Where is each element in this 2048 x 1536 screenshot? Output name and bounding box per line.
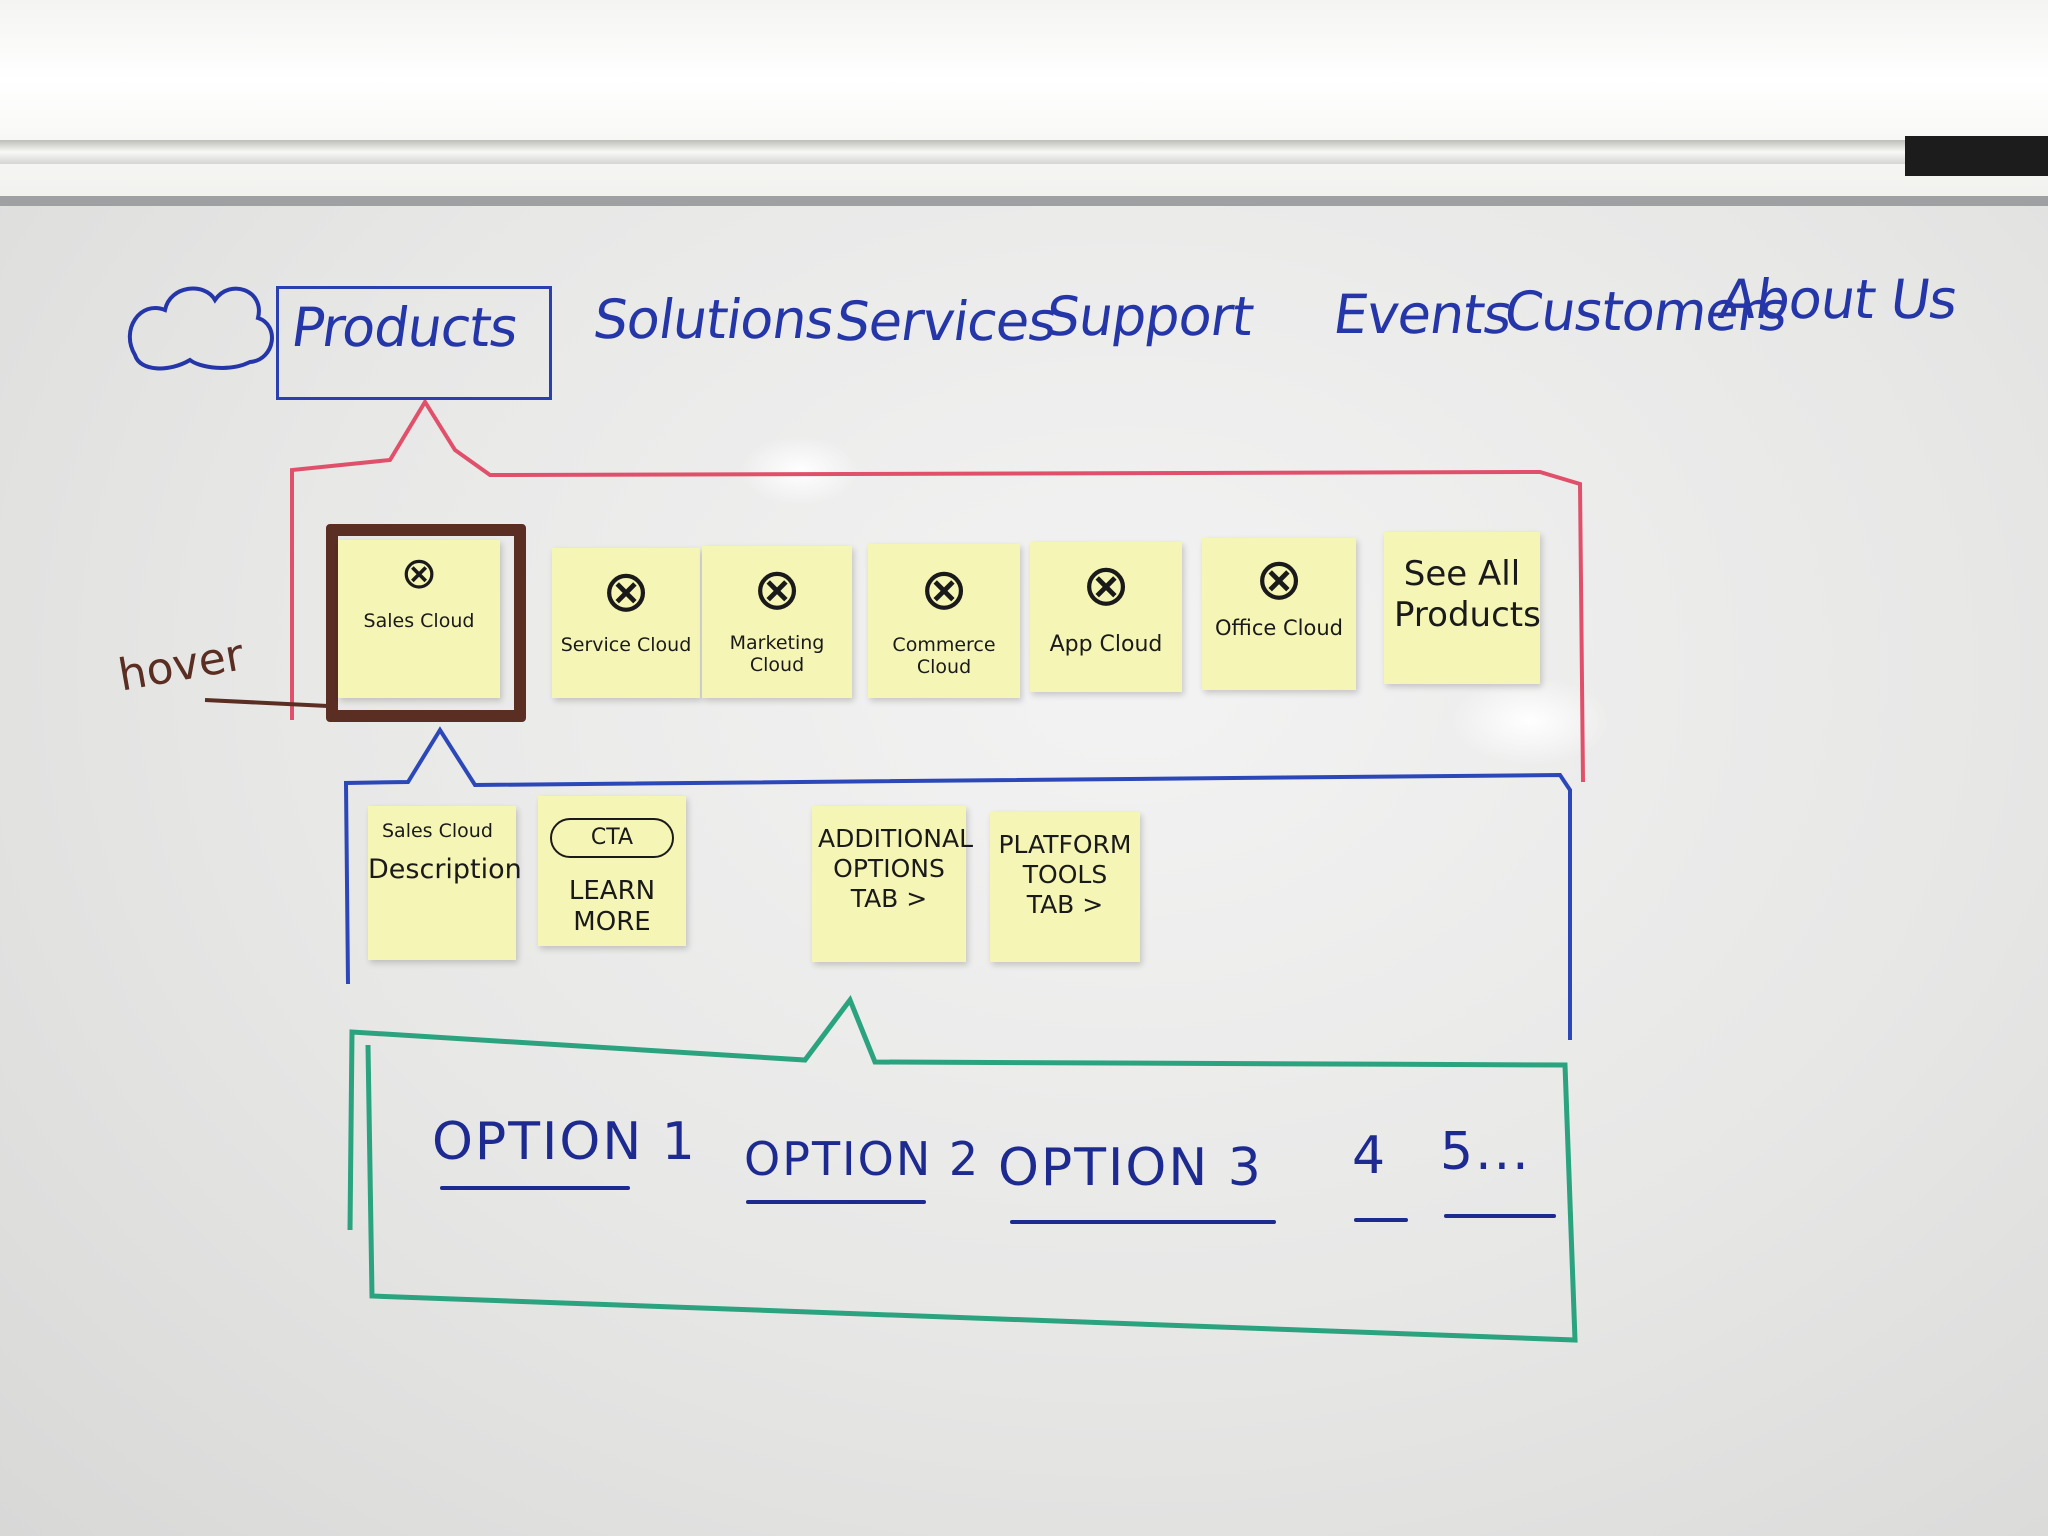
products-nav-box [276,286,552,400]
ceiling [0,0,2048,200]
platform-tools-label: PLATFORM TOOLS TAB > [998,830,1132,919]
light-strip [0,140,2048,164]
circle-x-icon: ⊗ [919,555,969,623]
nav-item-events[interactable]: Events [1329,283,1516,346]
cloud-logo-icon [127,286,274,371]
hover-highlight-frame [326,524,526,722]
nav-item-solutions[interactable]: Solutions [589,288,838,351]
options-bar-outline [347,994,1578,1343]
option-5-underline [1444,1214,1556,1218]
see-all-label: See All Products [1394,554,1541,635]
product-label: App Cloud [1049,632,1163,657]
description-text: Description [368,854,522,885]
platform-tools-note[interactable]: PLATFORM TOOLS TAB > [990,812,1140,962]
circle-x-icon: ⊗ [400,548,438,599]
wall-mount [1905,136,2048,176]
nav-item-services[interactable]: Services [831,290,1061,353]
option-5-link[interactable]: 5... [1440,1122,1531,1182]
option-4-link[interactable]: 4 [1352,1126,1388,1186]
product-note-app-cloud[interactable]: ⊗ App Cloud [1030,542,1182,692]
cta-note[interactable]: CTA LEARN MORE [538,796,686,946]
cta-pill-button[interactable]: CTA [550,818,674,858]
product-note-service-cloud[interactable]: ⊗ Service Cloud [552,548,700,698]
nav-item-products[interactable]: Products [287,296,522,359]
additional-options-note[interactable]: ADDITIONAL OPTIONS TAB > [812,806,974,962]
option-3-link[interactable]: OPTION 3 [998,1138,1263,1198]
product-label: Marketing Cloud [729,632,825,676]
option-2-underline [746,1200,926,1204]
additional-options-label: ADDITIONAL OPTIONS TAB > [818,824,974,913]
glare [740,436,860,506]
product-note-commerce-cloud[interactable]: ⊗ Commerce Cloud [868,544,1020,698]
product-note-office-cloud[interactable]: ⊗ Office Cloud [1202,538,1356,690]
option-1-link[interactable]: OPTION 1 [432,1112,697,1172]
description-title: Sales Cloud [382,820,493,842]
mega-menu-outline [290,398,1585,783]
option-1-underline [440,1186,630,1190]
option-3-underline [1010,1220,1276,1224]
product-label: Sales Cloud [363,610,475,632]
hover-pointer-line [204,698,329,708]
circle-x-icon: ⊗ [1081,551,1131,619]
product-label: Commerce Cloud [892,634,996,678]
learn-more-label: LEARN MORE [568,876,656,938]
product-note-sales-cloud[interactable]: ⊗ Sales Cloud [338,540,500,698]
nav-item-about-us[interactable]: About Us [1715,268,1961,331]
detail-panel-outline [343,726,1572,1040]
nav-item-support[interactable]: Support [1041,285,1257,348]
description-note: Sales Cloud Description [368,806,522,960]
product-note-marketing-cloud[interactable]: ⊗ Marketing Cloud [702,546,852,698]
see-all-products-note[interactable]: See All Products [1384,532,1541,684]
product-label: Service Cloud [560,634,692,656]
product-label: Office Cloud [1215,616,1343,640]
circle-x-icon: ⊗ [601,557,651,625]
option-2-link[interactable]: OPTION 2 [744,1132,981,1186]
circle-x-icon: ⊗ [752,555,802,623]
circle-x-icon: ⊗ [1254,545,1304,613]
option-4-underline [1354,1218,1408,1222]
